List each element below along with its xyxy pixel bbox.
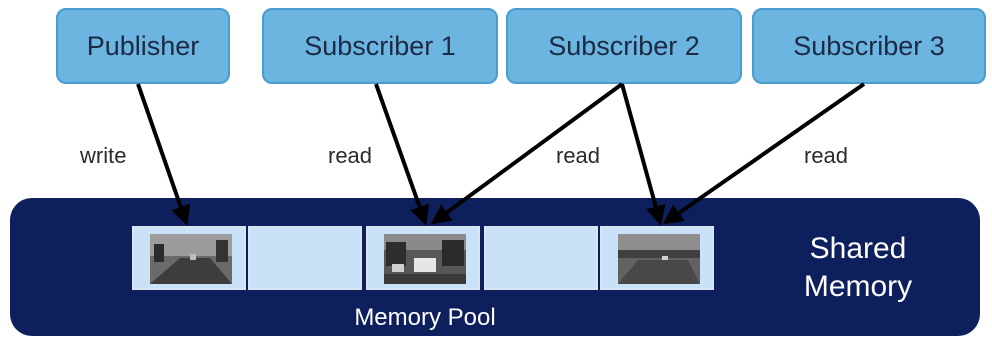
- memory-slot-2: [248, 226, 362, 290]
- shared-memory-label: Shared Memory: [778, 230, 938, 306]
- publisher-label: Publisher: [86, 30, 200, 61]
- subscriber-1-node: Subscriber 1: [262, 8, 498, 84]
- camera-frame-image-3: [618, 234, 700, 284]
- camera-frame-image-1: [150, 234, 232, 284]
- subscriber-3-label: Subscriber 3: [793, 30, 945, 61]
- camera-frame-image-2: [384, 234, 466, 284]
- memory-slot-4: [484, 226, 598, 290]
- publisher-node: Publisher: [56, 8, 230, 84]
- subscriber-3-node: Subscriber 3: [752, 8, 986, 84]
- memory-slot-3: [366, 226, 480, 290]
- shared-memory-line-2: Memory: [803, 270, 913, 303]
- memory-slot-1: [132, 226, 246, 290]
- shared-memory-line-1: Shared: [809, 232, 907, 265]
- write-edge-label: write: [80, 143, 127, 168]
- subscriber-2-node: Subscriber 2: [506, 8, 742, 84]
- read-edge-label-3: read: [804, 143, 849, 168]
- subscriber-2-label: Subscriber 2: [548, 30, 700, 61]
- memory-pool-label: Memory Pool: [354, 304, 496, 331]
- read-edge-label-2: read: [556, 143, 601, 168]
- subscriber-1-label: Subscriber 1: [304, 30, 456, 61]
- read-edge-label-1: read: [328, 143, 373, 168]
- memory-slot-5: [600, 226, 714, 290]
